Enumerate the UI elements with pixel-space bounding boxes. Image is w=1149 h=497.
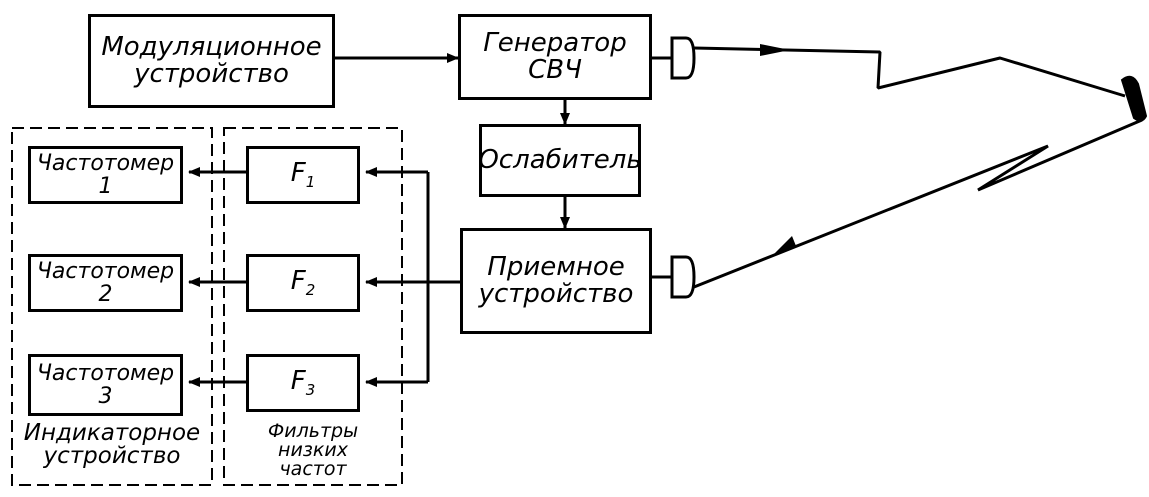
freqmeter1-line1: Частотомер <box>36 150 175 176</box>
filters-label-line2: низких <box>278 439 348 461</box>
generator-line1: Генератор <box>483 27 627 58</box>
receive-antenna-icon <box>652 255 696 299</box>
freqmeter2-line2: 2 <box>98 282 113 307</box>
attenuator-label: Ослабитель <box>478 144 642 175</box>
filter3-block: F3 <box>246 354 360 412</box>
reflector-icon <box>1120 75 1148 122</box>
modulator-line2: устройство <box>134 59 289 89</box>
filters-group-label: Фильтры низких частот <box>226 422 400 479</box>
filters-label-line1: Фильтры <box>267 420 359 442</box>
receiver-line1: Приемное <box>487 251 625 282</box>
modulator-block: Модуляционное устройство <box>88 14 335 108</box>
filter1-label: F1 <box>290 157 316 191</box>
attenuator-block: Ослабитель <box>478 124 642 197</box>
indicator-group-label: Индикаторное устройство <box>14 422 210 468</box>
filter3-label: F3 <box>290 365 316 399</box>
generator-block: Генератор СВЧ <box>458 14 652 100</box>
reflected-signal-path <box>693 118 1143 289</box>
filters-label-line3: частот <box>279 458 347 480</box>
indicator-label-line2: устройство <box>43 443 181 469</box>
freqmeter2-block: Частотомер 2 <box>28 254 183 312</box>
modulator-line1: Модуляционное <box>101 31 322 62</box>
freqmeter1-block: Частотомер 1 <box>28 146 183 204</box>
filter2-label: F2 <box>290 265 316 299</box>
freqmeter3-line1: Частотомер <box>36 360 175 386</box>
filter2-block: F2 <box>246 254 360 312</box>
generator-line2: СВЧ <box>528 55 582 85</box>
freqmeter3-block: Частотомер 3 <box>28 354 183 416</box>
receiver-block: Приемное устройство <box>460 228 652 334</box>
freqmeter2-line1: Частотомер <box>36 258 175 284</box>
filter1-block: F1 <box>246 146 360 204</box>
indicator-label-line1: Индикаторное <box>23 420 201 446</box>
freqmeter3-line2: 3 <box>98 384 113 409</box>
freqmeter1-line2: 1 <box>98 174 113 199</box>
filters-group-frame <box>223 127 403 486</box>
indicator-group-frame <box>11 127 213 486</box>
receiver-line2: устройство <box>478 279 634 309</box>
transmitted-signal-path <box>693 44 1126 98</box>
transmit-antenna-icon <box>652 36 696 80</box>
